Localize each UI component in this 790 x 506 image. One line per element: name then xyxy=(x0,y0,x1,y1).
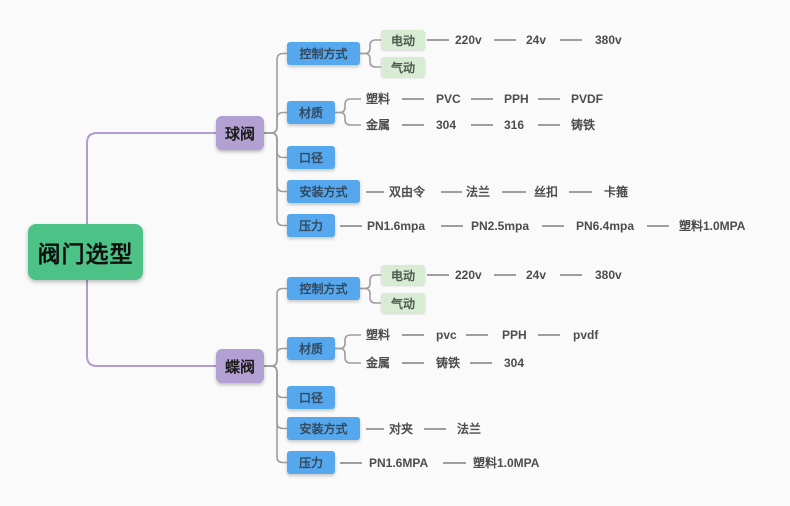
leaf-ball-metal[interactable]: 金属 xyxy=(366,118,391,132)
leaf-ball-metal-304[interactable]: 304 xyxy=(436,118,457,132)
leaf-butterfly-plastic[interactable]: 塑料 xyxy=(366,328,391,342)
leaf-butterfly-metal[interactable]: 金属 xyxy=(366,356,391,370)
leaf-ball-plastic-pvc[interactable]: PVC xyxy=(436,92,461,106)
leaf-butterfly-metal-304[interactable]: 304 xyxy=(504,356,525,370)
leaf-ball-pressure-1[interactable]: PN1.6mpa xyxy=(367,219,426,233)
leaf-ball-install-clamp[interactable]: 卡箍 xyxy=(604,185,629,199)
leaf-butterfly-plastic-pph[interactable]: PPH xyxy=(502,328,527,342)
node-butterfly-pneumatic[interactable]: 气动 xyxy=(381,293,425,313)
leaf-ball-plastic-pph[interactable]: PPH xyxy=(504,92,529,106)
node-butterfly-diameter[interactable]: 口径 xyxy=(287,386,335,409)
node-butterfly-electric[interactable]: 电动 xyxy=(381,265,425,285)
leaf-ball-voltage-220v[interactable]: 220v xyxy=(455,33,482,47)
leaf-ball-install-flange[interactable]: 法兰 xyxy=(466,185,491,199)
branch-node-ball-valve[interactable]: 球阀 xyxy=(216,116,264,150)
purple-connectors xyxy=(86,132,216,367)
node-ball-electric[interactable]: 电动 xyxy=(381,30,425,50)
leaf-butterfly-plastic-pvdf[interactable]: pvdf xyxy=(573,328,599,342)
leaf-ball-pressure-2[interactable]: PN2.5mpa xyxy=(471,219,530,233)
leaf-butterfly-voltage-380v[interactable]: 380v xyxy=(595,268,622,282)
node-ball-pressure[interactable]: 压力 xyxy=(287,214,335,237)
leaf-ball-metal-cast-iron[interactable]: 铸铁 xyxy=(571,118,596,132)
node-ball-pneumatic[interactable]: 气动 xyxy=(381,57,425,77)
node-ball-control[interactable]: 控制方式 xyxy=(287,42,360,65)
node-butterfly-install[interactable]: 安装方式 xyxy=(287,417,360,440)
leaf-butterfly-pressure-2[interactable]: 塑料1.0MPA xyxy=(473,456,540,470)
dash-connectors xyxy=(340,39,669,464)
node-ball-diameter[interactable]: 口径 xyxy=(287,146,335,169)
node-butterfly-pressure[interactable]: 压力 xyxy=(287,451,335,474)
leaf-ball-metal-316[interactable]: 316 xyxy=(504,118,525,132)
leaf-ball-voltage-24v[interactable]: 24v xyxy=(526,33,547,47)
node-butterfly-control[interactable]: 控制方式 xyxy=(287,277,360,300)
root-node[interactable]: 阀门选型 xyxy=(28,224,143,280)
branch-node-butterfly-valve[interactable]: 蝶阀 xyxy=(216,349,264,383)
leaf-ball-install-thread[interactable]: 丝扣 xyxy=(534,185,559,199)
node-butterfly-material[interactable]: 材质 xyxy=(287,337,335,360)
leaf-ball-install-union[interactable]: 双由令 xyxy=(389,185,426,199)
leaf-butterfly-voltage-220v[interactable]: 220v xyxy=(455,268,482,282)
leaf-ball-pressure-3[interactable]: PN6.4mpa xyxy=(576,219,635,233)
leaf-ball-plastic[interactable]: 塑料 xyxy=(366,92,391,106)
node-ball-install[interactable]: 安装方式 xyxy=(287,180,360,203)
leaf-butterfly-install-flange[interactable]: 法兰 xyxy=(457,422,482,436)
leaf-butterfly-plastic-pvc[interactable]: pvc xyxy=(436,328,457,342)
leaf-ball-pressure-4[interactable]: 塑料1.0MPA xyxy=(679,219,746,233)
leaf-ball-plastic-pvdf[interactable]: PVDF xyxy=(571,92,604,106)
leaf-butterfly-install-wafer[interactable]: 对夹 xyxy=(389,422,414,436)
node-ball-material[interactable]: 材质 xyxy=(287,101,335,124)
leaf-ball-voltage-380v[interactable]: 380v xyxy=(595,33,622,47)
leaf-butterfly-voltage-24v[interactable]: 24v xyxy=(526,268,547,282)
gray-connectors xyxy=(264,39,381,464)
leaf-butterfly-metal-cast-iron[interactable]: 铸铁 xyxy=(436,356,461,370)
leaf-butterfly-pressure-1[interactable]: PN1.6MPA xyxy=(369,456,429,470)
